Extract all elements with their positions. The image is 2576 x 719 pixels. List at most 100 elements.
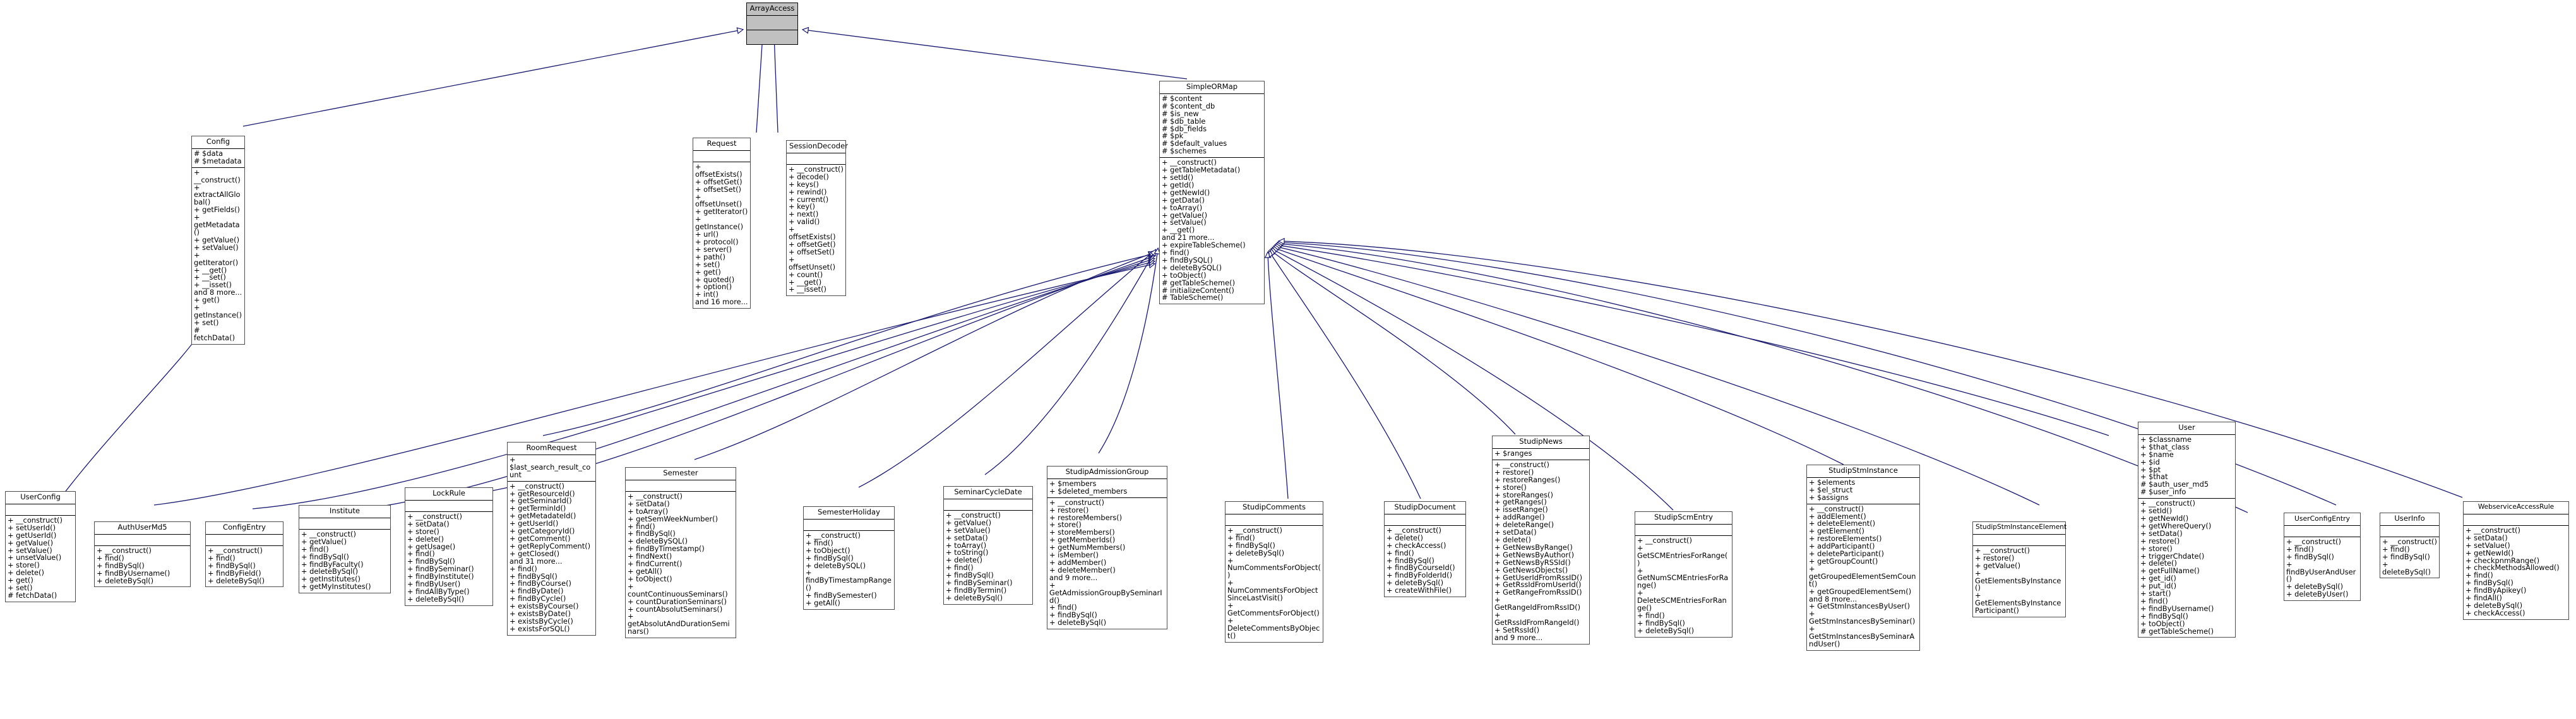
operation-row: + findBySql()	[2382, 552, 2430, 561]
operation-row: + GetNewsByRange()	[1494, 542, 1573, 552]
class-node-webserviceaccessrule[interactable]: WebserviceAccessRule + __construct() + s…	[2463, 501, 2569, 620]
operation-row: + findBySeminar()	[407, 564, 474, 574]
class-node-lockrule[interactable]: LockRule + __construct() + setData() + s…	[405, 487, 493, 606]
class-node-semesterholiday[interactable]: SemesterHoliday + __construct() + find()…	[803, 506, 895, 610]
class-node-studipadmissiongroup[interactable]: StudipAdmissionGroup + $members + $delet…	[1047, 466, 1167, 630]
operation-row: and 9 more...	[1049, 573, 1098, 582]
class-node-studipscmentry[interactable]: StudipScmEntry + __construct() + GetSCME…	[1635, 511, 1732, 638]
operation-row: + __construct()	[1637, 535, 1692, 545]
operation-row: + deleteBySQL()	[628, 537, 688, 546]
class-node-studipstminstance[interactable]: StudipStmInstance + $elements + $el_stru…	[1806, 465, 1920, 651]
operation-row: + keys()	[789, 179, 819, 189]
class-title: AuthUserMd5	[95, 522, 190, 535]
operation-row: + __construct()	[301, 529, 356, 538]
operation-row: + findBySql()	[1049, 610, 1097, 620]
attribute-row: + $deleted_members	[1049, 486, 1128, 496]
class-node-userinfo[interactable]: UserInfo + __construct() + find() + find…	[2380, 513, 2440, 579]
operation-row: + toObject()	[806, 545, 850, 555]
class-node-userconfigentry[interactable]: UserConfigEntry + __construct() + find()…	[2284, 513, 2361, 602]
class-operations: + __construct() + find() + findBySql() +…	[1225, 526, 1323, 642]
operation-row: + __get()	[1162, 225, 1195, 235]
operation-row: + findBySemester()	[806, 591, 877, 600]
operation-row: + NumCommentsForObject()	[1227, 556, 1321, 580]
operation-row: + getAbsolutAndDurationSeminars()	[628, 612, 730, 636]
operation-row: + start()	[2140, 589, 2171, 598]
operation-row: + deleteBySql()	[1227, 548, 1285, 557]
operation-row: + findBySql()	[97, 561, 145, 570]
class-node-simpleormap[interactable]: SimpleORMap # $content # $content_db # $…	[1159, 81, 1265, 305]
class-node-seminarcycledate[interactable]: SeminarCycleDate + __construct() + getVa…	[943, 486, 1033, 605]
class-node-configentry[interactable]: ConfigEntry + __construct() + find() + f…	[205, 521, 283, 588]
operation-row: + GetNumSCMEntriesForRange()	[1637, 566, 1729, 590]
class-title: StudipNews	[1493, 436, 1589, 449]
operation-row: + DeleteCommentsByObject()	[1227, 615, 1320, 640]
operation-row: + getNumMembers()	[1049, 543, 1126, 552]
operation-row: + getGroupedElementSem()	[1809, 586, 1912, 596]
class-operations: + __construct() + getValue() + find() + …	[299, 530, 390, 593]
operation-row: + getGroupedElementSemCount()	[1809, 564, 1916, 588]
operation-row: + getValue()	[946, 518, 992, 527]
operation-row: + get_id()	[2140, 574, 2176, 583]
class-node-arrayaccess[interactable]: ArrayAccess	[746, 3, 798, 45]
operation-row: + getMetadateId()	[510, 511, 576, 521]
class-node-studipdocument[interactable]: StudipDocument + __construct() + delete(…	[1384, 501, 1466, 598]
operation-row: + delete()	[1386, 533, 1423, 542]
operation-row: + __construct()	[806, 530, 861, 540]
class-attributes	[299, 518, 390, 530]
operation-row: + find()	[407, 549, 435, 559]
class-attributes: + $members + $deleted_members	[1047, 479, 1167, 498]
attribute-row: # $default_values	[1162, 139, 1227, 148]
operation-row: + getData()	[1162, 195, 1205, 205]
operation-row: + __construct()	[8, 515, 63, 525]
operation-row: + SetRssId()	[1494, 625, 1540, 634]
operation-row: + find()	[2286, 544, 2314, 554]
class-node-studipnews[interactable]: StudipNews + $ranges + __construct() + r…	[1492, 436, 1590, 645]
operation-row: + triggerChdate()	[2140, 551, 2205, 561]
class-node-request[interactable]: Request + offsetExists() + offsetGet() +…	[693, 138, 751, 309]
class-operations: + __construct() + find() + findBySql() +…	[206, 546, 283, 587]
class-node-institute[interactable]: Institute + __construct() + getValue() +…	[299, 505, 391, 594]
operation-row: + deleteBySql()	[1386, 578, 1444, 588]
operation-row: + setValue()	[8, 545, 52, 555]
class-node-studipstminstanceelement[interactable]: StudipStmInstanceElement + __construct()…	[1972, 521, 2066, 618]
operation-row: + getTableMetadata()	[1162, 165, 1241, 175]
class-node-roomrequest[interactable]: RoomRequest + $last_search_result_count …	[507, 442, 596, 636]
operation-row: + setData()	[1494, 528, 1537, 537]
class-node-user[interactable]: User + $classname + $that_class + $name …	[2138, 422, 2236, 638]
operation-row: + find()	[1637, 610, 1665, 620]
class-node-sessiondecoder[interactable]: SessionDecoder + __construct() + decode(…	[786, 140, 848, 297]
class-node-semester[interactable]: Semester + __construct() + setData() + t…	[625, 467, 736, 639]
class-operations: + __construct() + getResourceId() + getS…	[508, 482, 595, 635]
operation-row: + getComment()	[510, 533, 571, 543]
operation-row: + __construct()	[1386, 525, 1441, 535]
class-operations: + __construct() + setData() + store() + …	[405, 512, 492, 605]
class-node-config[interactable]: Config # $data # $metadata + __construct…	[191, 136, 245, 345]
class-node-userconfig[interactable]: UserConfig + __construct() + setUserId()…	[5, 491, 76, 602]
class-title: Request	[693, 138, 750, 151]
operation-row: + find()	[2382, 544, 2410, 554]
operation-row: + findAllByType()	[407, 586, 470, 596]
class-attributes	[787, 153, 845, 165]
class-operations: + __construct() + setData() + setValue()…	[2464, 526, 2568, 619]
operation-row: + deleteMember()	[1049, 565, 1116, 574]
class-title: ConfigEntry	[206, 522, 283, 535]
class-node-authusermd5[interactable]: AuthUserMd5 + __construct() + find() + f…	[94, 521, 191, 588]
class-node-studipcomments[interactable]: StudipComments + __construct() + find() …	[1225, 501, 1323, 643]
operation-row: + findByUsername()	[97, 568, 170, 578]
class-operations: + __construct() + getTableMetadata() + s…	[1160, 158, 1264, 304]
operation-row: + decode()	[789, 172, 829, 181]
operation-row: + setValue()	[2466, 540, 2510, 550]
attribute-row: # $metadata	[194, 156, 242, 165]
operation-row: + getUsage()	[407, 542, 456, 551]
class-attributes: + $ranges	[1493, 449, 1589, 460]
operation-row: + __construct()	[946, 510, 1001, 520]
class-operations: + __construct() + find() + findBySql() +…	[2380, 537, 2439, 578]
operation-row: + existsByDate()	[510, 609, 571, 619]
class-operations: + __construct() + GetSCMEntriesForRange(…	[1635, 536, 1732, 637]
operation-row: + toObject()	[1162, 270, 1207, 280]
operation-row: + setId()	[1162, 172, 1194, 182]
operation-row: + find()	[628, 521, 655, 531]
operation-row: + isMember()	[1049, 550, 1099, 560]
operation-row: + setUserId()	[8, 523, 56, 532]
operation-row: + GetRangeFromRssID()	[1494, 588, 1582, 597]
